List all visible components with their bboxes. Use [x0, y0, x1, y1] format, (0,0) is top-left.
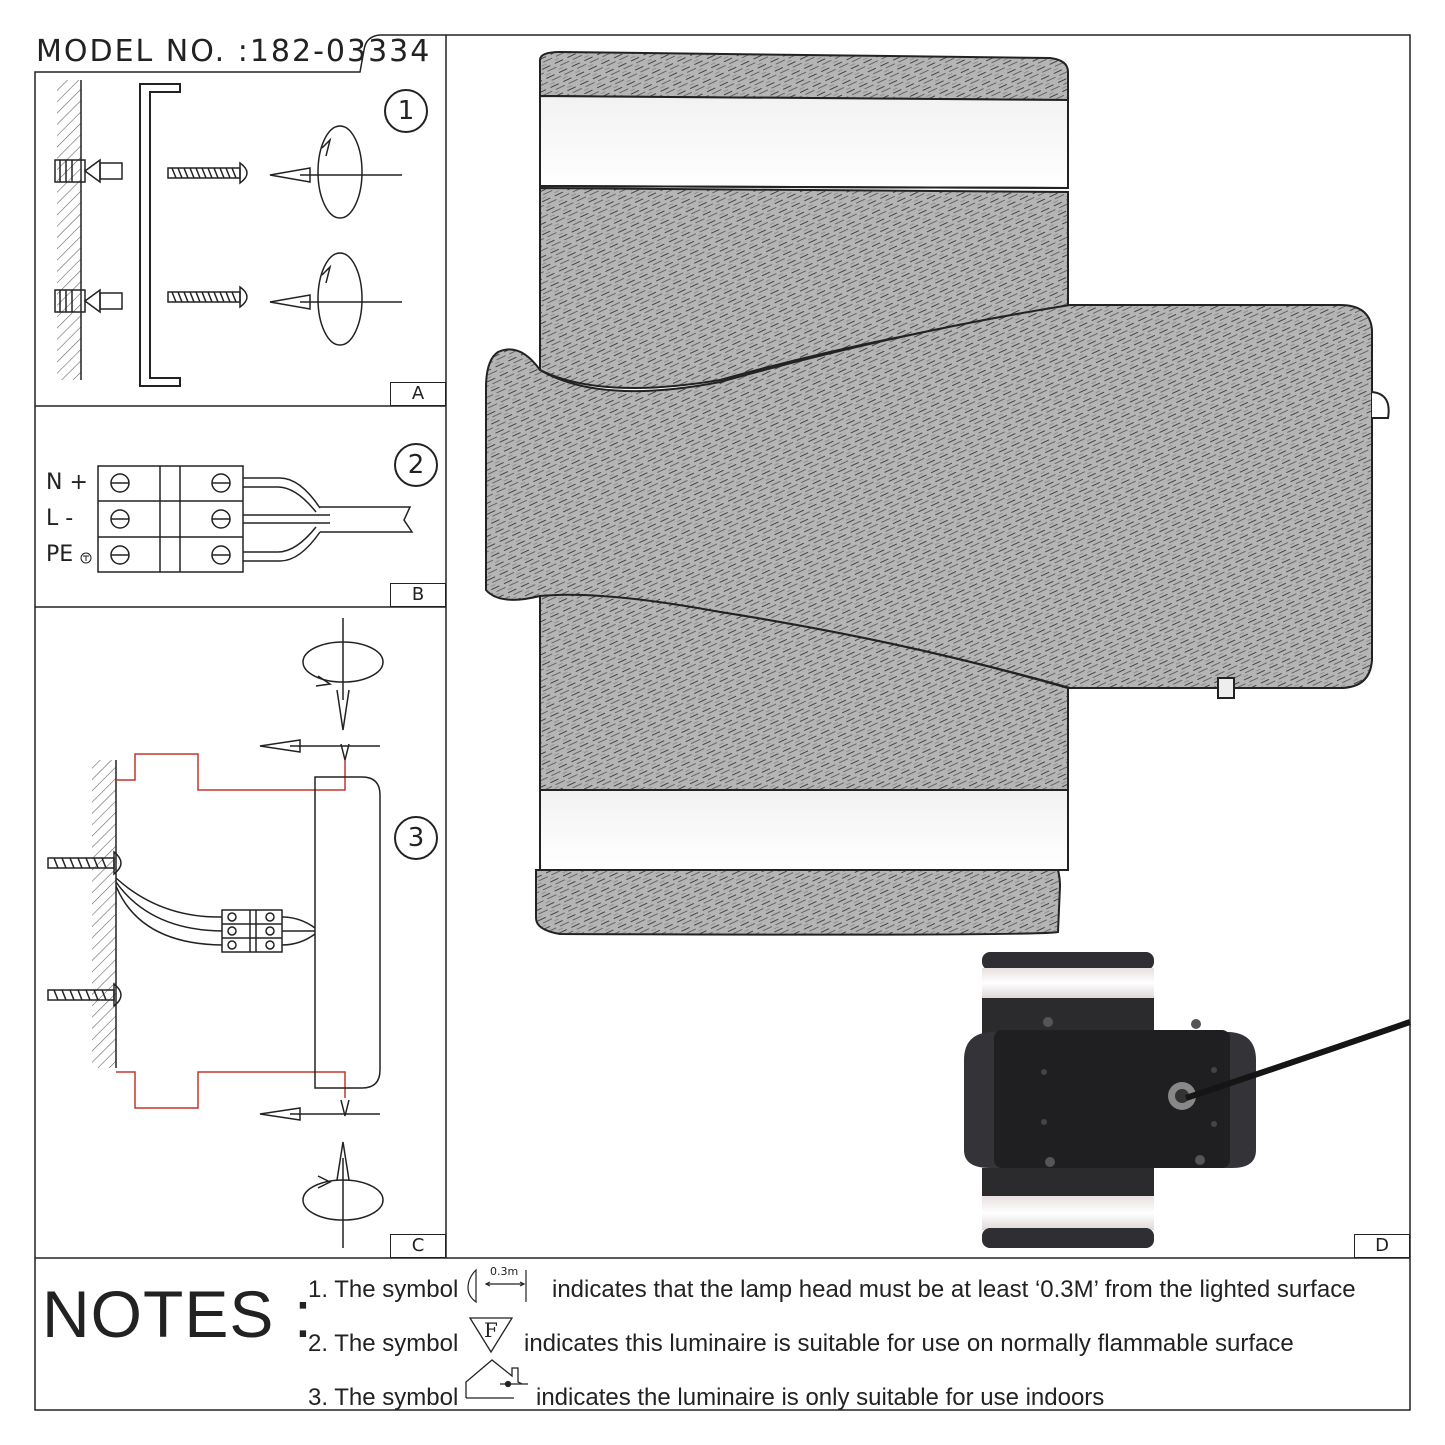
lamp-main-drawing — [485, 50, 1390, 936]
screw-bottom — [167, 285, 248, 309]
rotate-arrow-c-bottom — [259, 1099, 384, 1248]
indoor-house-icon — [465, 1359, 528, 1399]
lamp-lower-cylinder — [539, 593, 1069, 791]
step-number-1: 1 — [384, 89, 428, 133]
note-2-prefix: 2. The symbol — [308, 1330, 459, 1357]
wall-anchor-top — [54, 158, 123, 184]
note-3-prefix: 3. The symbol — [308, 1384, 459, 1411]
panel-label-c: C — [390, 1234, 446, 1258]
lamp-body-outline — [314, 776, 381, 1089]
distance-symbol-icon — [467, 1268, 527, 1304]
step-number-2: 2 — [394, 443, 438, 487]
note-1-text: indicates that the lamp head must be at … — [552, 1276, 1356, 1303]
product-photo — [964, 952, 1411, 1248]
mounting-bracket — [139, 83, 181, 387]
supply-cable — [243, 477, 414, 562]
rotate-arrow-top — [269, 125, 402, 219]
note-1-symbol-text: 0.3m — [490, 1265, 519, 1278]
lamp-top-cap — [539, 50, 1069, 102]
circled-earth-icon — [80, 552, 92, 564]
note-3-text: indicates the luminaire is only suitable… — [536, 1384, 1105, 1411]
terminal-label-live: L - — [46, 506, 74, 531]
screw-top — [167, 161, 248, 185]
panel-c-drawing — [47, 618, 384, 1248]
panel-b-drawing — [80, 465, 414, 573]
rotate-arrow-c-top — [259, 618, 384, 761]
note-2-symbol-text: F — [484, 1318, 498, 1342]
terminal-label-neutral: N + — [46, 470, 88, 495]
connector-block — [115, 877, 316, 953]
panel-label-d: D — [1354, 1234, 1410, 1258]
lamp-top-light-ring — [539, 94, 1069, 190]
step-number-3: 3 — [394, 816, 438, 860]
panel-a-drawing — [54, 80, 402, 387]
screw-c-top — [47, 850, 122, 876]
outer-frame — [34, 34, 1411, 1411]
flammable-surface-icon — [468, 1317, 514, 1354]
screw-c-bottom — [47, 982, 122, 1008]
panel-label-a: A — [390, 382, 446, 406]
note-1-prefix: 1. The symbol — [308, 1276, 459, 1303]
lamp-bottom-light-ring — [539, 789, 1069, 871]
terminal-label-earth: PE — [46, 542, 74, 567]
model-number: MODEL NO. :182-03334 — [36, 34, 432, 69]
panel-label-b: B — [390, 583, 446, 607]
wall-anchor-bottom — [54, 288, 123, 314]
lamp-bottom-cap — [535, 869, 1062, 936]
red-bracket-outline — [116, 753, 346, 1109]
note-2-text: indicates this luminaire is suitable for… — [524, 1330, 1294, 1357]
terminal-screws — [110, 473, 231, 565]
rotate-arrow-bottom — [269, 252, 402, 346]
notes-title: NOTES : — [42, 1277, 314, 1351]
